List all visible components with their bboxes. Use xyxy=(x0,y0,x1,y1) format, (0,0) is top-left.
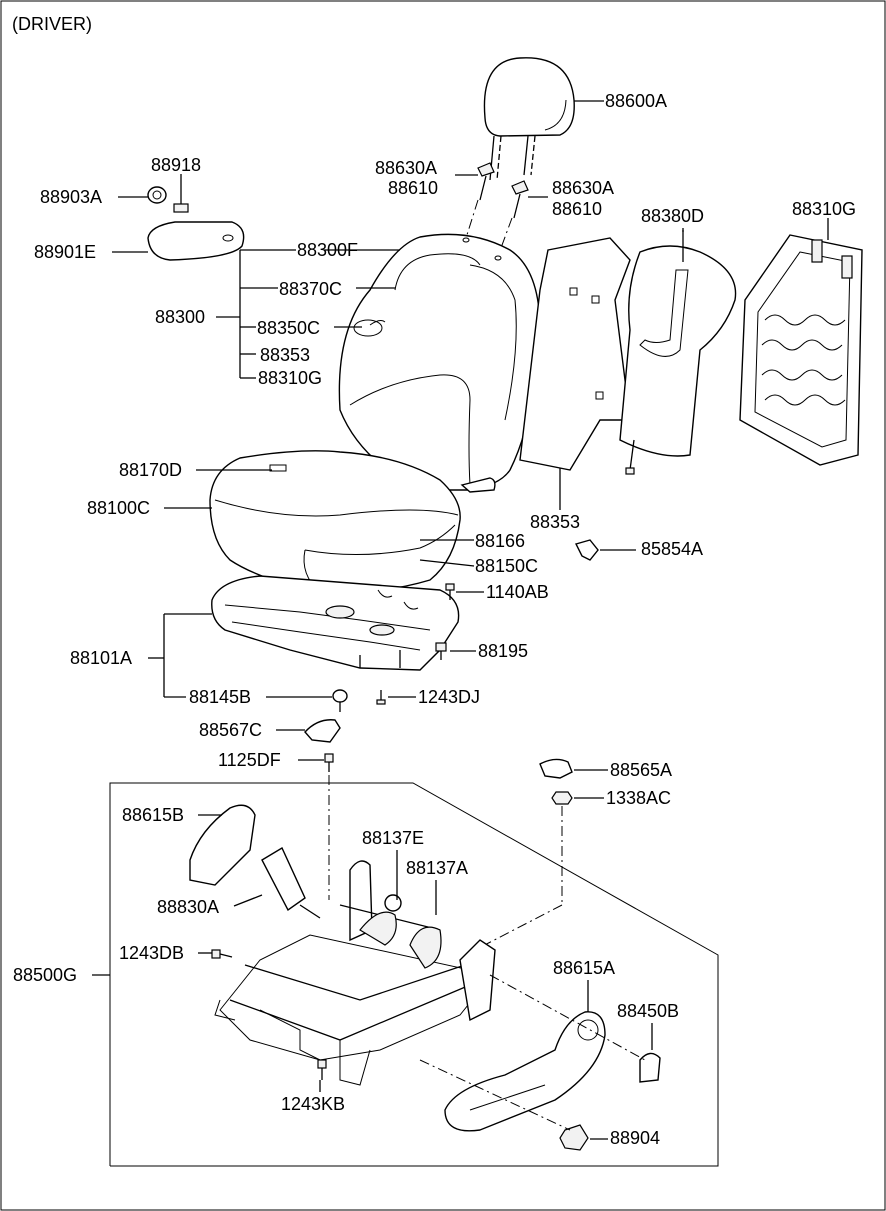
part-label-88630A-right[interactable]: 88630A xyxy=(552,178,615,198)
part-label-88353-assembly[interactable]: 88353 xyxy=(260,345,311,365)
part-label-88918[interactable]: 88918 xyxy=(151,155,202,175)
part-label-88600A[interactable]: 88600A xyxy=(605,91,668,111)
part-label-1243KB[interactable]: 1243KB xyxy=(281,1094,346,1114)
part-label-88300[interactable]: 88300 xyxy=(155,307,206,327)
seatback-panel-part xyxy=(619,230,737,475)
part-label-88630A-left[interactable]: 88630A xyxy=(375,158,438,178)
part-label-88101A[interactable]: 88101A xyxy=(70,648,133,668)
part-label-88310G-assembly[interactable]: 88310G xyxy=(258,368,323,388)
part-label-88370C[interactable]: 88370C xyxy=(279,279,343,299)
knob-88450B-part xyxy=(639,1052,661,1083)
cushion-pan-part xyxy=(211,575,460,671)
bolt-1125DF-part xyxy=(324,753,334,772)
part-label-88137E[interactable]: 88137E xyxy=(362,828,425,848)
bolt-88918-part xyxy=(173,186,189,213)
armrest-part xyxy=(147,221,245,261)
part-label-88450B[interactable]: 88450B xyxy=(617,1001,680,1021)
bolt-1140AB-part xyxy=(445,583,455,600)
part-label-88830A[interactable]: 88830A xyxy=(157,897,220,917)
part-label-88567C[interactable]: 88567C xyxy=(199,720,263,740)
seatback-frame-part xyxy=(739,234,863,466)
seat-track-box xyxy=(109,782,719,1167)
cover-88567C-part xyxy=(304,719,341,743)
cover-88615A-part xyxy=(444,1011,606,1132)
part-label-88380D[interactable]: 88380D xyxy=(641,206,705,226)
view-label: (DRIVER) xyxy=(12,14,92,34)
part-label-1140AB[interactable]: 1140AB xyxy=(486,582,549,602)
part-label-88565A[interactable]: 88565A xyxy=(610,760,673,780)
part-label-88610-right[interactable]: 88610 xyxy=(552,199,603,219)
cover-88565A-part xyxy=(539,758,573,779)
part-label-88300F[interactable]: 88300F xyxy=(297,240,359,260)
part-label-88903A[interactable]: 88903A xyxy=(40,187,103,207)
part-label-88353-pad[interactable]: 88353 xyxy=(530,512,581,532)
part-label-88350C[interactable]: 88350C xyxy=(257,318,321,338)
part-label-88610-left[interactable]: 88610 xyxy=(388,178,439,198)
bolt-88195-part xyxy=(435,642,447,660)
part-label-88310G-frame[interactable]: 88310G xyxy=(792,199,857,219)
headrest-guide-parts xyxy=(465,162,529,257)
part-label-88170D[interactable]: 88170D xyxy=(119,460,183,480)
leader-lines xyxy=(92,100,829,1140)
screw-1243DB-part xyxy=(211,949,233,959)
seatback-pad-part xyxy=(519,237,631,471)
buckle-88830A-part xyxy=(261,846,321,919)
grommet-88145B-part xyxy=(332,689,348,712)
clip-85854A-part xyxy=(574,539,599,561)
part-label-1125DF[interactable]: 1125DF xyxy=(218,750,281,770)
part-label-85854A[interactable]: 85854A xyxy=(641,539,704,559)
part-label-88195[interactable]: 88195 xyxy=(478,641,529,661)
headrest-part xyxy=(483,57,575,181)
nut-1338AC-part xyxy=(551,791,573,805)
part-label-88145B[interactable]: 88145B xyxy=(189,687,252,707)
seat-track-part xyxy=(214,860,496,1086)
cover-88615B-part xyxy=(189,804,256,886)
knob-88904-part xyxy=(559,1124,589,1151)
part-label-1243DJ[interactable]: 1243DJ xyxy=(418,687,481,707)
part-label-88901E[interactable]: 88901E xyxy=(34,242,97,262)
seat-cushion-part xyxy=(209,450,461,594)
seatback-cover-part xyxy=(338,233,541,493)
screw-1243DJ-part xyxy=(376,690,386,705)
part-label-88166[interactable]: 88166 xyxy=(475,531,526,551)
part-label-88904[interactable]: 88904 xyxy=(610,1128,661,1148)
part-label-88615B[interactable]: 88615B xyxy=(122,805,185,825)
part-label-88500G[interactable]: 88500G xyxy=(13,965,78,985)
part-label-88137A[interactable]: 88137A xyxy=(406,858,469,878)
part-label-88150C[interactable]: 88150C xyxy=(475,556,539,576)
part-label-1243DB[interactable]: 1243DB xyxy=(119,943,185,963)
part-label-88100C[interactable]: 88100C xyxy=(87,498,151,518)
part-label-88615A[interactable]: 88615A xyxy=(553,958,616,978)
cap-88903A-part xyxy=(147,186,167,204)
part-label-1338AC[interactable]: 1338AC xyxy=(606,788,672,808)
screw-1243KB-part xyxy=(317,1059,327,1080)
